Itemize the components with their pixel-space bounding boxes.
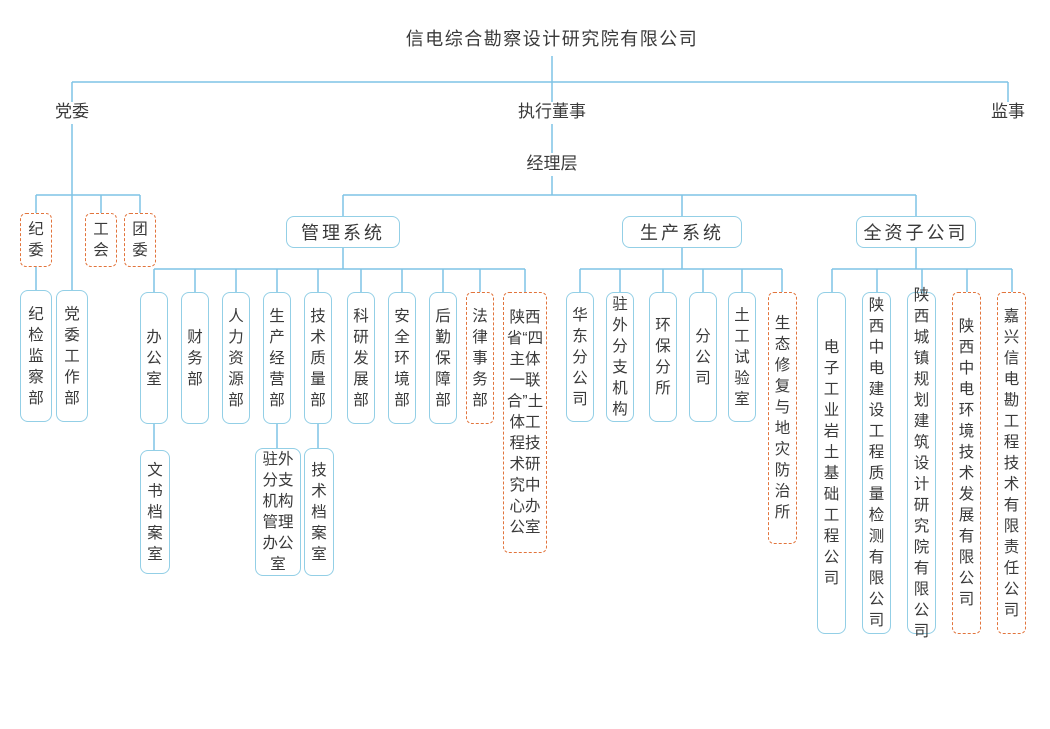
node-youth-league: 团委 (124, 213, 156, 267)
node-legal-affairs-dept: 法律事务部 (466, 292, 494, 424)
node-hr-dept: 人力资源部 (222, 292, 250, 424)
node-general-office: 办公室 (140, 292, 168, 424)
node-discipline-committee: 纪委 (20, 213, 52, 267)
node-labor-union: 工会 (85, 213, 117, 267)
node-zhongdian-quality-testing-company: 陕西中电建设工程质量检测有限公司 (862, 292, 891, 634)
node-tech-quality-dept: 技术质量部 (304, 292, 332, 424)
node-east-china-branch: 华东分公司 (566, 292, 594, 422)
node-finance-dept: 财务部 (181, 292, 209, 424)
node-zhongdian-env-tech-company: 陕西中电环境技术发展有限公司 (952, 292, 981, 634)
node-logistics-support-dept: 后勤保障部 (429, 292, 457, 424)
node-soil-test-lab: 土工试验室 (728, 292, 756, 422)
header-management-system: 管理系统 (286, 216, 400, 248)
header-production-system: 生产系统 (622, 216, 742, 248)
node-research-dev-dept: 科研发展部 (347, 292, 375, 424)
node-branch-company: 分公司 (689, 292, 717, 422)
node-discipline-inspection-dept: 纪检监察部 (20, 290, 52, 422)
supervisor-label: 监事 (991, 102, 1025, 121)
management-layer-label: 经理层 (526, 154, 578, 173)
node-electronics-geotech-company: 电子工业岩土基础工程公司 (817, 292, 846, 634)
node-jiaxing-xindian-company: 嘉兴信电勘工程技术有限责任公司 (997, 292, 1026, 634)
node-safety-env-dept: 安全环境部 (388, 292, 416, 424)
node-env-protection-branch: 环保分所 (649, 292, 677, 422)
node-shaanxi-research-center-office: 陕西省“四主体一联合”土体工程技术研究中心办公室 (503, 292, 547, 553)
node-urban-planning-design-company: 陕西城镇规划建筑设计研究院有限公司 (907, 287, 936, 640)
node-eco-restoration-institute: 生态修复与地灾防治所 (768, 292, 797, 544)
node-production-operation-dept: 生产经营部 (263, 292, 291, 424)
node-external-branches: 驻外分支机构 (606, 292, 634, 422)
node-tech-archive-room: 技术档案室 (304, 448, 334, 576)
company-title: 信电综合勘察设计研究院有限公司 (405, 29, 699, 49)
executive-director-label: 执行董事 (518, 102, 586, 121)
party-committee-label: 党委 (55, 102, 89, 121)
node-document-archive-room: 文书档案室 (140, 450, 170, 574)
header-subsidiaries: 全资子公司 (856, 216, 976, 248)
node-party-work-dept: 党委工作部 (56, 290, 88, 422)
node-branch-management-office: 驻外分支机构管理办公室 (255, 448, 301, 576)
